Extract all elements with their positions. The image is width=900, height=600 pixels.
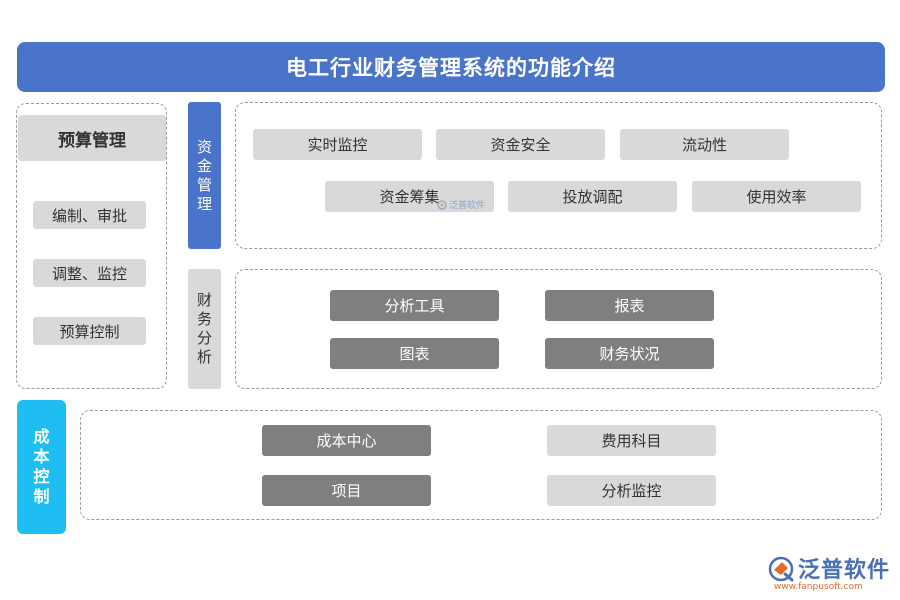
watermark-icon [437, 199, 447, 210]
budget-item-control: 预算控制 [33, 317, 146, 345]
finance-tab-char: 财 [196, 291, 212, 309]
funds-item-efficiency: 使用效率 [692, 181, 861, 212]
cost-item-analysis-monitor: 分析监控 [547, 475, 716, 506]
funds-tab-char: 资 [196, 137, 212, 156]
budget-item-adjust: 调整、监控 [33, 259, 146, 287]
cost-tab-char: 成 [33, 427, 50, 446]
finance-tab-char: 务 [196, 310, 212, 328]
finance-panel [235, 269, 882, 389]
cost-tab: 成 本 控 制 [17, 400, 66, 534]
cost-panel [80, 410, 882, 520]
cost-item-expense-subject: 费用科目 [547, 425, 716, 456]
finance-tab-char: 分 [196, 329, 212, 347]
cost-item-project: 项目 [262, 475, 431, 506]
finance-item-status: 财务状况 [545, 338, 714, 369]
cost-tab-char: 本 [33, 447, 50, 466]
finance-item-reports: 报表 [545, 290, 714, 321]
funds-tab: 资 金 管 理 [188, 102, 221, 249]
watermark: 泛普软件 [437, 198, 485, 211]
logo-name: 泛普软件 [798, 558, 891, 583]
funds-tab-char: 管 [196, 175, 212, 194]
cost-tab-char: 制 [33, 487, 50, 506]
funds-item-raising: 资金筹集 [325, 181, 494, 212]
funds-item-security: 资金安全 [436, 129, 605, 160]
watermark-text: 泛普软件 [449, 201, 486, 211]
finance-item-tools: 分析工具 [330, 290, 499, 321]
finance-tab-char: 析 [196, 348, 212, 366]
funds-tab-char: 金 [196, 156, 212, 175]
budget-item-compile: 编制、审批 [33, 201, 146, 229]
funds-item-liquidity: 流动性 [620, 129, 789, 160]
finance-item-charts: 图表 [330, 338, 499, 369]
funds-panel [235, 102, 882, 249]
funds-item-allocation: 投放调配 [508, 181, 677, 212]
finance-tab: 财 务 分 析 [188, 269, 221, 389]
cost-tab-char: 控 [33, 467, 50, 486]
logo-icon [768, 556, 794, 582]
budget-header: 预算管理 [18, 115, 166, 161]
logo-url: www.fanpusoft.com [774, 582, 863, 592]
funds-item-realtime-monitor: 实时监控 [253, 129, 422, 160]
cost-item-center: 成本中心 [262, 425, 431, 456]
funds-tab-char: 理 [196, 194, 212, 213]
brand-logo: 泛普软件 www.fanpusoft.com [768, 552, 892, 596]
page-title: 电工行业财务管理系统的功能介绍 [17, 42, 885, 92]
